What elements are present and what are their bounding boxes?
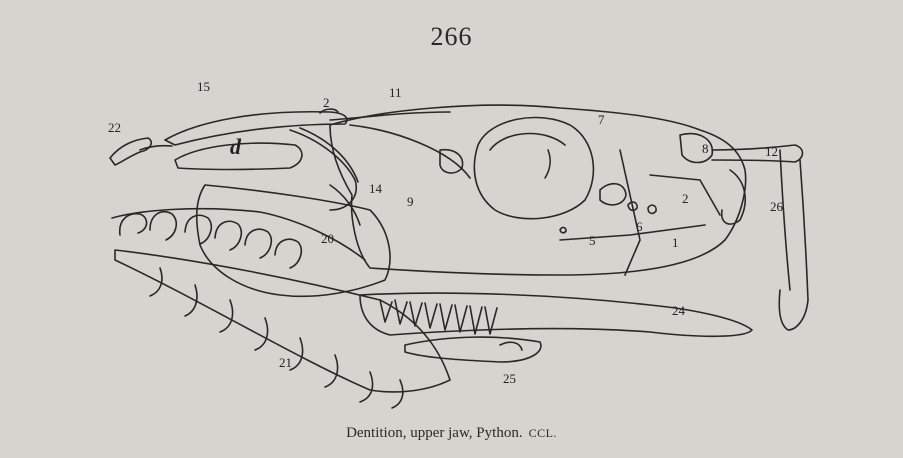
- label-20: 20: [321, 232, 334, 245]
- figure-caption: Dentition, upper jaw, Python. CCL.: [0, 425, 903, 442]
- label-2-nasal: 2: [323, 96, 330, 109]
- caption-credit: CCL.: [529, 426, 557, 440]
- label-21: 21: [279, 356, 292, 369]
- label-26: 26: [770, 200, 783, 213]
- label-24: 24: [672, 304, 685, 317]
- label-7: 7: [598, 113, 605, 126]
- label-25: 25: [503, 372, 516, 385]
- label-d: d: [230, 136, 241, 158]
- label-8: 8: [702, 142, 709, 155]
- supratemporal: [712, 145, 803, 162]
- label-11: 11: [389, 86, 402, 99]
- label-12: 12: [765, 145, 778, 158]
- label-22: 22: [108, 121, 121, 134]
- label-1: 1: [672, 236, 679, 249]
- label-6: 6: [636, 220, 643, 233]
- premaxilla-tip: [110, 138, 151, 165]
- label-5: 5: [589, 234, 596, 247]
- label-9: 9: [407, 195, 414, 208]
- label-2-braincase: 2: [682, 192, 689, 205]
- caption-text: Dentition, upper jaw, Python.: [346, 425, 523, 441]
- label-14: 14: [369, 182, 382, 195]
- ectopterygoid: [405, 337, 541, 362]
- orbit: [474, 118, 593, 219]
- mandible-teeth: [380, 300, 497, 334]
- label-15: 15: [197, 80, 210, 93]
- nasal-bone: [165, 112, 347, 145]
